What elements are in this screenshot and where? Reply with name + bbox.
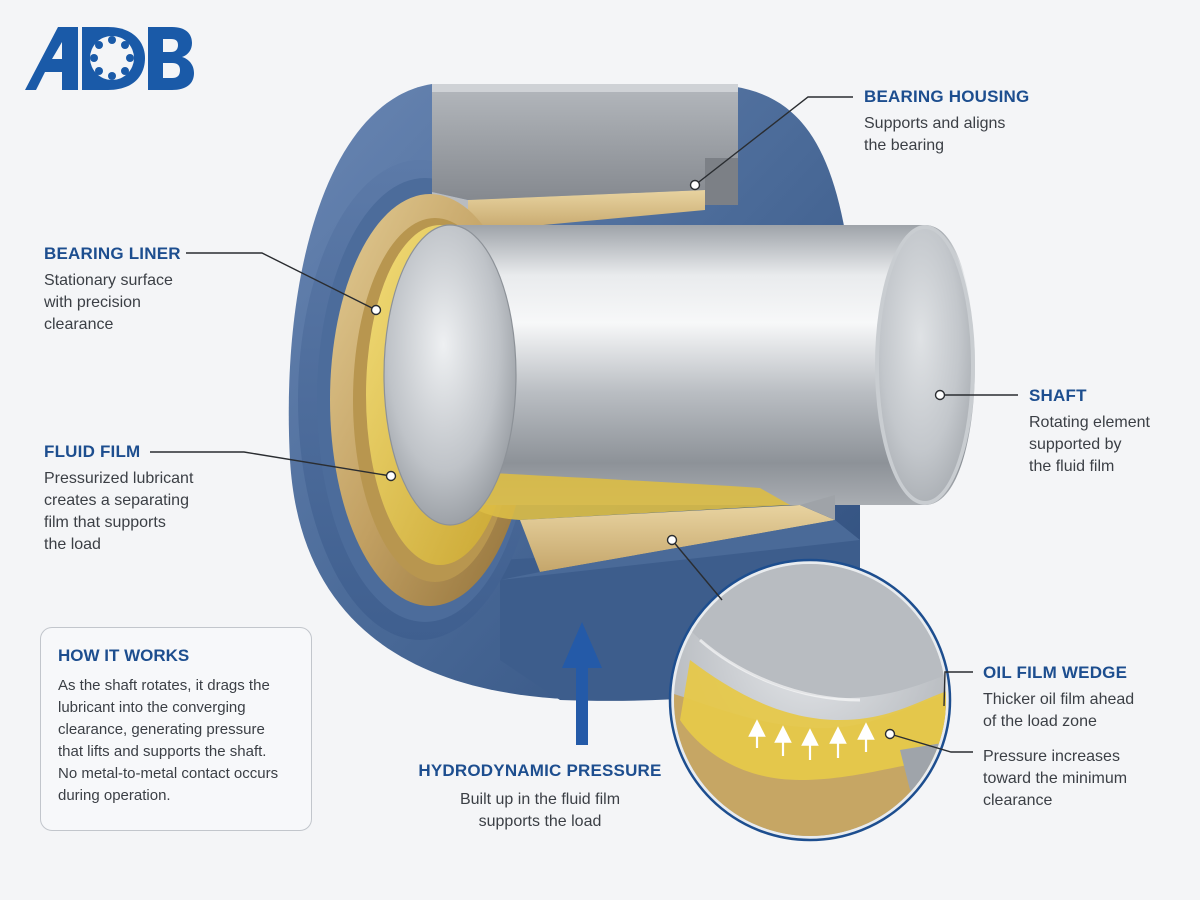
shaft-body — [445, 225, 975, 505]
callout-desc-line: Thicker oil film ahead — [983, 691, 1135, 708]
leader-liner-inset — [671, 539, 723, 601]
callout-title: FLUID FILM — [44, 442, 141, 461]
callout-desc-line: Supports and aligns — [864, 115, 1006, 132]
callout-title: BEARING LINER — [44, 244, 181, 263]
callout-pressure-note: Pressure increases toward the minimum cl… — [983, 746, 1183, 812]
callout-bearing-liner: BEARING LINER Stationary surface with pr… — [44, 244, 244, 336]
callout-desc-line: supports the load — [478, 813, 602, 830]
callout-shaft: SHAFT Rotating element supported by the … — [1029, 386, 1189, 478]
leader-bearing-housing — [694, 96, 853, 186]
dot-icon — [370, 179, 946, 740]
callout-desc-line: creates a separating — [44, 492, 189, 509]
how-it-works-line: As the shaft rotates, it drags the — [58, 677, 270, 694]
liner-top-slab — [468, 190, 705, 232]
how-it-works-line: that lifts and supports the shaft. — [58, 743, 267, 760]
how-it-works-box: HOW IT WORKS As the shaft rotates, it dr… — [40, 627, 312, 831]
liner-bottom-slab — [520, 505, 835, 572]
callout-desc-line: the load — [44, 536, 101, 553]
leader-bearing-liner — [186, 252, 377, 311]
leader-fluid-film — [150, 451, 392, 477]
callout-desc-line: clearance — [44, 316, 114, 333]
callout-desc-line: toward the minimum — [983, 770, 1128, 787]
how-it-works-line: lubricant into the converging — [58, 699, 246, 716]
callout-desc-line: Stationary surface — [44, 272, 173, 289]
how-it-works-line: clearance, generating pressure — [58, 721, 265, 738]
callout-hydrodynamic-pressure: HYDRODYNAMIC PRESSURE Built up in the fl… — [400, 761, 680, 833]
how-it-works-line: during operation. — [58, 787, 171, 804]
callout-desc-line: with precision — [44, 294, 141, 311]
callout-desc-line: Pressurized lubricant — [44, 470, 194, 487]
shaft-front-face — [384, 225, 516, 525]
leader-oil-wedge — [943, 671, 973, 707]
callout-title: SHAFT — [1029, 386, 1087, 405]
housing-top-block — [432, 84, 738, 200]
callout-fluid-film: FLUID FILM Pressurized lubricant creates… — [44, 442, 244, 556]
callout-desc-line: clearance — [983, 792, 1053, 809]
up-arrow-icon — [748, 719, 875, 760]
leader-pressure — [889, 733, 973, 753]
callout-desc-line: of the load zone — [983, 713, 1097, 730]
callout-oil-film-wedge: OIL FILM WEDGE Thicker oil film ahead of… — [983, 663, 1183, 733]
how-it-works-line: No metal-to-metal contact occurs — [58, 765, 279, 782]
up-arrow-icon — [562, 622, 602, 745]
callout-bearing-housing: BEARING HOUSING Supports and aligns the … — [864, 87, 1114, 157]
callout-desc-line: the fluid film — [1029, 458, 1115, 475]
callout-desc-line: supported by — [1029, 436, 1122, 453]
callout-title: HYDRODYNAMIC PRESSURE — [418, 761, 662, 780]
adb-logo — [25, 27, 194, 90]
callout-desc-line: Pressure increases — [983, 748, 1120, 765]
callout-desc-line: Rotating element — [1029, 414, 1150, 431]
callout-title: OIL FILM WEDGE — [983, 663, 1128, 682]
callout-desc-line: Built up in the fluid film — [459, 791, 621, 808]
callout-title: BEARING HOUSING — [864, 87, 1030, 106]
callout-desc-line: the bearing — [864, 137, 945, 154]
how-it-works-title: HOW IT WORKS — [58, 646, 190, 665]
callout-desc-line: film that supports — [44, 514, 166, 531]
